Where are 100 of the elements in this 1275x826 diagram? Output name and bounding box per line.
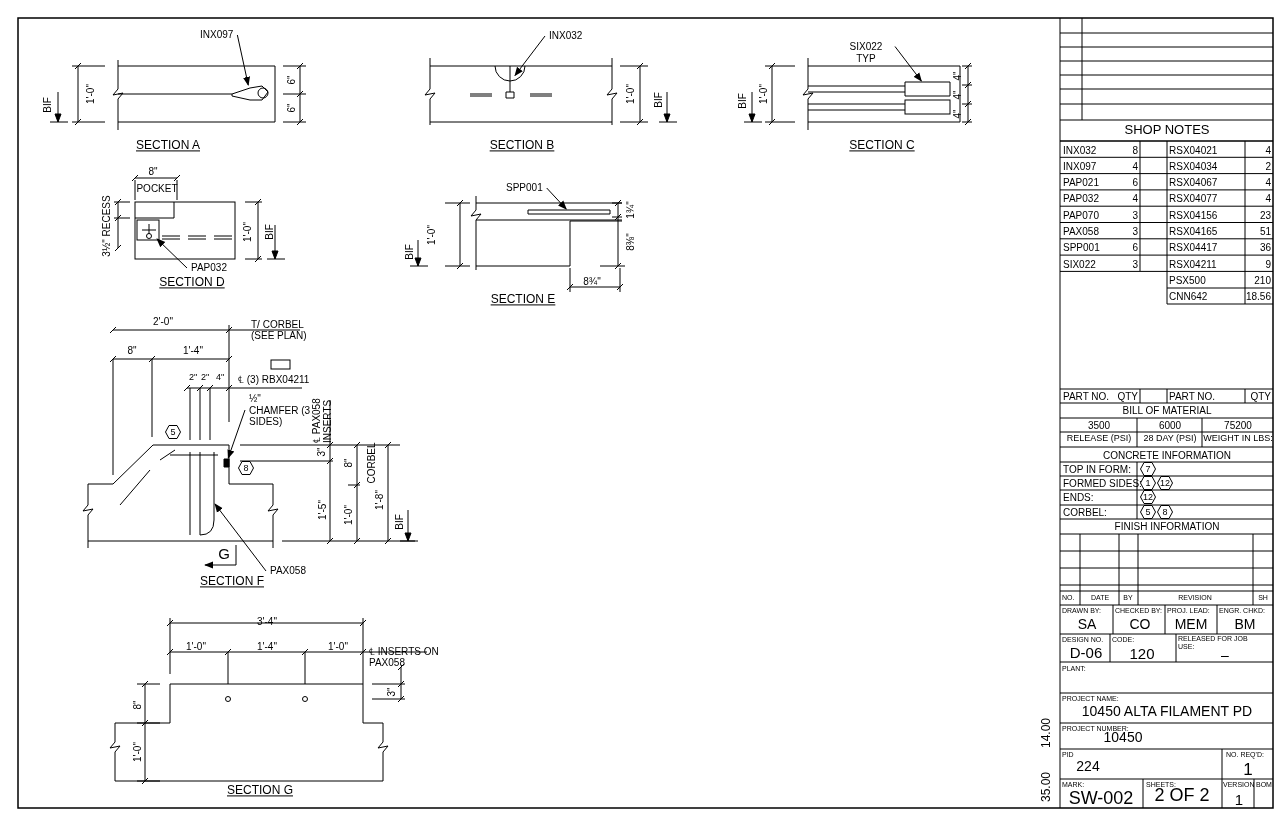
callout-label: ½" CHAMFER (3 SIDES) bbox=[249, 392, 311, 428]
note-text: ℄ (3) RBX04211 bbox=[238, 373, 310, 385]
dimension-label: 1'-0" bbox=[757, 84, 769, 104]
section-title: SECTION B bbox=[489, 139, 555, 153]
quantity: 3 bbox=[1132, 225, 1138, 237]
column-header: PART NO. bbox=[1063, 390, 1110, 402]
field-label: FORMED SIDES: bbox=[1063, 477, 1142, 489]
strand-bar bbox=[527, 209, 611, 215]
field-value: 3500 bbox=[1087, 419, 1111, 431]
quantity: 6 bbox=[1132, 241, 1138, 253]
dimension-label: 3'-4" bbox=[257, 615, 277, 627]
leader-line bbox=[227, 409, 246, 459]
dimension-label: 8⅜" bbox=[624, 233, 636, 251]
part-number: INX097 bbox=[1063, 160, 1097, 172]
hexagon-callout: 8 bbox=[1157, 505, 1173, 519]
margin-number: 35.00 bbox=[1040, 772, 1054, 802]
section-title: SECTION D bbox=[159, 276, 225, 290]
dimension-label: 6" bbox=[285, 103, 297, 113]
dimension-label: 1'-0" bbox=[84, 84, 96, 104]
dimension-label: 1'-8" bbox=[373, 490, 385, 510]
part-number: INX032 bbox=[1063, 144, 1097, 155]
dimension-label: 1'-0" bbox=[624, 84, 636, 104]
dimension-label: 3" bbox=[385, 687, 397, 697]
hexagon-callout: 5 bbox=[165, 425, 181, 439]
dimension-label: CORBEL bbox=[365, 442, 377, 484]
field-value: – bbox=[1221, 648, 1229, 664]
dimension-label: 2" bbox=[200, 373, 210, 383]
quantity: 51 bbox=[1259, 225, 1271, 237]
part-number: RSX04021 bbox=[1169, 144, 1218, 155]
hexagon-callout: 12 bbox=[1157, 476, 1173, 490]
section-title: SECTION G bbox=[227, 784, 293, 798]
dimension-label: 4" bbox=[951, 109, 963, 119]
column-header: QTY bbox=[1250, 390, 1271, 402]
table-heading: CONCRETE INFORMATION bbox=[1102, 449, 1232, 461]
field-value: 1 bbox=[1243, 760, 1253, 780]
callout-label: PAP032 bbox=[191, 262, 227, 274]
dimension-label: 1'-4" bbox=[257, 640, 277, 652]
dimension-label: 4" bbox=[215, 373, 225, 383]
insert-drawing bbox=[505, 65, 515, 99]
quantity: 3 bbox=[1132, 209, 1138, 221]
field-label: RELEASE (PSI) bbox=[1066, 434, 1132, 444]
part-number: PAP032 bbox=[1063, 192, 1099, 204]
dimension-label: 2" bbox=[188, 373, 198, 383]
section-title: SECTION A bbox=[136, 139, 200, 153]
field-value: D-06 bbox=[1069, 644, 1103, 662]
dimension-label: BIF bbox=[393, 514, 405, 530]
dimension-label: 1'-0" bbox=[342, 505, 354, 525]
hexagon-callout: 1 bbox=[1140, 476, 1156, 490]
dimension-label: 1'-0" bbox=[131, 742, 143, 762]
hexagon-callout: 8 bbox=[238, 461, 254, 475]
table-heading: BILL OF MATERIAL bbox=[1122, 404, 1212, 416]
table-heading: SHOP NOTES bbox=[1124, 122, 1210, 138]
quantity: 4 bbox=[1132, 160, 1138, 172]
part-number: CNN642 bbox=[1169, 290, 1208, 302]
quantity: 4 bbox=[1265, 192, 1271, 204]
dimension-label: 4" bbox=[951, 71, 963, 81]
section-title: SECTION F bbox=[200, 575, 264, 589]
field-value: 1 bbox=[1234, 791, 1244, 809]
plate-drawing bbox=[141, 223, 157, 239]
margin-number: 14.00 bbox=[1040, 718, 1054, 748]
quantity: 2 bbox=[1265, 160, 1271, 172]
field-value: 75200 bbox=[1224, 419, 1252, 431]
quantity: 23 bbox=[1259, 209, 1271, 221]
part-number: RSX04165 bbox=[1169, 225, 1218, 237]
dimension-label: 1¾" bbox=[624, 201, 636, 219]
quantity: 6 bbox=[1132, 176, 1138, 188]
quantity: 4 bbox=[1265, 176, 1271, 188]
field-value: MEM bbox=[1174, 617, 1208, 633]
field-value: 224 bbox=[1076, 759, 1100, 775]
dimension-label: 4" bbox=[951, 90, 963, 100]
dimension-label: BIF bbox=[403, 244, 415, 260]
leader-line bbox=[894, 46, 922, 82]
field-label: TOP IN FORM: bbox=[1063, 463, 1131, 475]
part-number: RSX04156 bbox=[1169, 209, 1218, 221]
insert-block bbox=[223, 458, 230, 468]
dimension-label: 2'-0" bbox=[153, 315, 173, 327]
field-label: WEIGHT IN LBS: bbox=[1203, 434, 1273, 444]
dimension-label: BIF bbox=[263, 224, 275, 240]
field-value: SA bbox=[1077, 617, 1097, 633]
dimension-label: 1'-5" bbox=[316, 500, 328, 520]
note-text: ℄ INSERTS ON PAX058 bbox=[369, 646, 440, 668]
note-text: ℄ PAX058 INSERTS bbox=[311, 397, 333, 443]
field-label: CORBEL: bbox=[1063, 506, 1107, 518]
note-text: T/ CORBEL (SEE PLAN) bbox=[251, 319, 308, 341]
part-number: RSX04417 bbox=[1169, 241, 1218, 253]
field-value: SW-002 bbox=[1068, 789, 1134, 809]
callout-label: PAX058 bbox=[270, 565, 306, 577]
part-number: PSX500 bbox=[1169, 274, 1206, 286]
quantity: 18.56 bbox=[1245, 290, 1271, 302]
table-heading: FINISH INFORMATION bbox=[1114, 520, 1220, 532]
coupler-drawing bbox=[904, 81, 951, 97]
quantity: 3 bbox=[1132, 258, 1138, 270]
leader-line bbox=[156, 238, 188, 269]
part-number: SIX022 bbox=[1063, 258, 1096, 270]
rebar-drawing bbox=[199, 451, 215, 536]
section-title: SECTION E bbox=[490, 293, 556, 307]
field-value: 10450 bbox=[1103, 730, 1143, 746]
field-value: 2 OF 2 bbox=[1154, 786, 1210, 806]
hexagon-callout: 5 bbox=[1140, 505, 1156, 519]
part-number: PAP070 bbox=[1063, 209, 1099, 221]
